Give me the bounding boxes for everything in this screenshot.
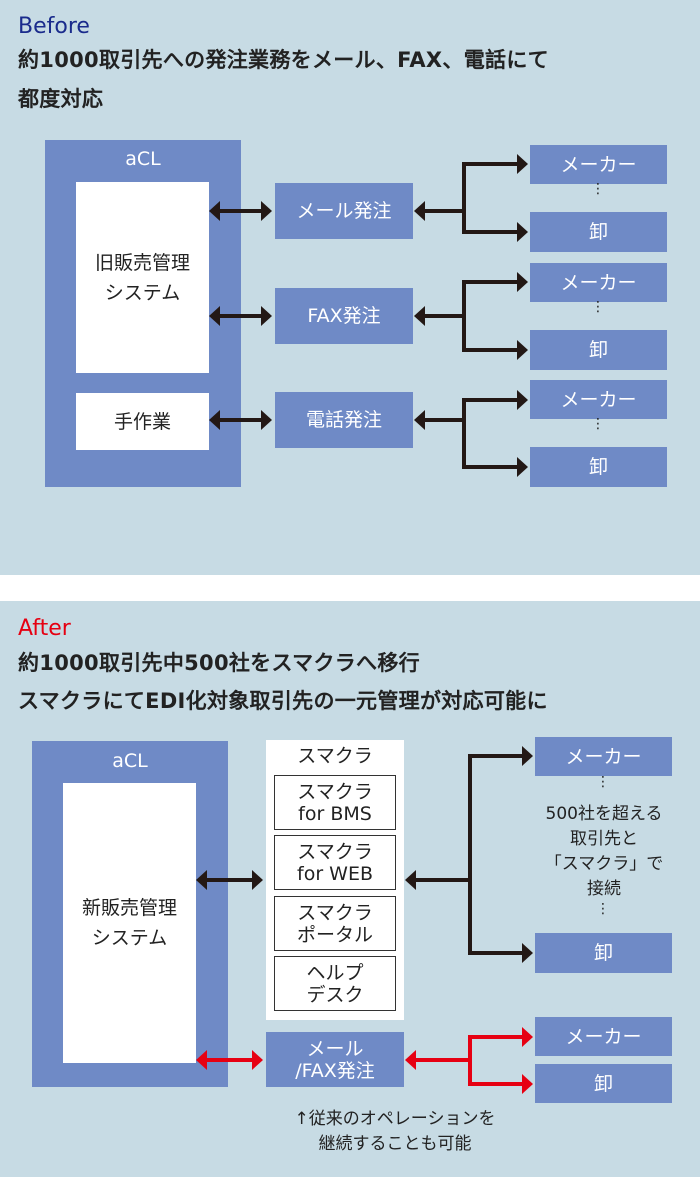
ellipsis-icon: ⋮: [596, 901, 610, 917]
before-tag: Before: [18, 14, 90, 39]
arrowhead-right-icon: [517, 154, 528, 174]
arrowhead-right-icon: [261, 306, 272, 326]
branch-fork-line: [462, 280, 520, 352]
legacy-partner-wholesaler: 卸: [535, 1064, 672, 1103]
arrowhead-right-icon: [261, 410, 272, 430]
smakura-portal: スマクラ ポータル: [274, 896, 396, 951]
ellipsis-icon: ⋮: [596, 774, 610, 790]
before-acl-label: aCL: [125, 148, 161, 170]
arrowhead-left-icon: [414, 306, 425, 326]
arrowhead-left-icon: [196, 870, 207, 890]
legacy-note-line1: ↑従来のオペレーションを: [294, 1109, 496, 1129]
arrowhead-right-icon: [252, 870, 263, 890]
ellipsis-icon: ⋮: [591, 416, 605, 432]
branch-fork-line: [468, 1035, 525, 1086]
edi-note-line: 500社を超える: [545, 804, 663, 824]
arrowhead-right-icon: [517, 272, 528, 292]
arrowhead-right-icon: [522, 1074, 533, 1094]
arrowhead-right-icon: [517, 340, 528, 360]
smakura-helpdesk: ヘルプ デスク: [274, 956, 396, 1011]
smakura-item-line2: ポータル: [296, 923, 373, 946]
smakura-for-web: スマクラ for WEB: [274, 835, 396, 890]
arrowhead-left-icon: [414, 201, 425, 221]
channel-phone-order: 電話発注: [275, 392, 413, 448]
legacy-channel-line2: /FAX発注: [295, 1059, 375, 1082]
arrowhead-left-icon: [196, 1050, 207, 1070]
arrowhead-left-icon: [209, 306, 220, 326]
arrowhead-left-icon: [414, 410, 425, 430]
partner-wholesaler: 卸: [530, 447, 667, 487]
ellipsis-icon: ⋮: [591, 299, 605, 315]
after-headline-line1: 約1000取引先中500社をスマクラへ移行: [18, 651, 420, 675]
smakura-item-line2: for BMS: [298, 802, 372, 825]
smakura-for-bms: スマクラ for BMS: [274, 775, 396, 830]
smakura-item-line1: ヘルプ: [306, 961, 364, 984]
smakura-item-line1: スマクラ: [297, 840, 373, 863]
new-sales-system-box: 新販売管理 システム: [63, 783, 196, 1063]
legacy-system-line2: システム: [104, 281, 181, 304]
smakura-item-line1: スマクラ: [297, 901, 373, 924]
before-headline-line1: 約1000取引先への発注業務をメール、FAX、電話にて: [18, 48, 549, 72]
arrowhead-left-icon: [405, 1050, 416, 1070]
smakura-item-line2: for WEB: [297, 862, 373, 885]
partner-maker: メーカー: [530, 263, 667, 302]
arrowhead-left-icon: [209, 201, 220, 221]
partner-maker: メーカー: [530, 145, 667, 184]
smakura-title: スマクラ: [297, 745, 373, 767]
after-tag: After: [18, 616, 71, 641]
legacy-note-line2: 継続することも可能: [318, 1134, 472, 1154]
arrowhead-left-icon: [405, 870, 416, 890]
after-acl-label: aCL: [112, 750, 148, 772]
edi-note-line: 「スマクラ」で: [544, 854, 664, 874]
arrowhead-right-icon: [522, 943, 533, 963]
channel-fax-order: FAX発注: [275, 288, 413, 344]
manual-work-box: 手作業: [76, 393, 209, 450]
partner-wholesaler: 卸: [530, 330, 667, 370]
arrowhead-right-icon: [522, 1027, 533, 1047]
new-system-line2: システム: [91, 927, 168, 949]
arrowhead-right-icon: [522, 746, 533, 766]
legacy-channel-line1: メール: [306, 1037, 364, 1060]
branch-fork-line: [462, 162, 520, 234]
channel-email-order: メール発注: [275, 183, 413, 239]
edi-partner-wholesaler: 卸: [535, 933, 672, 973]
before-headline-line2: 都度対応: [18, 87, 104, 111]
arrowhead-right-icon: [252, 1050, 263, 1070]
arrowhead-right-icon: [517, 457, 528, 477]
smakura-item-line1: スマクラ: [297, 780, 373, 803]
ellipsis-icon: ⋮: [591, 181, 605, 197]
branch-fork-line: [468, 754, 525, 955]
arrowhead-right-icon: [261, 201, 272, 221]
new-system-line1: 新販売管理: [81, 897, 177, 919]
legacy-partner-maker: メーカー: [535, 1017, 672, 1056]
edi-note: 500社を超える 取引先と 「スマクラ」で 接続: [524, 802, 684, 902]
arrowhead-right-icon: [517, 222, 528, 242]
partner-maker: メーカー: [530, 380, 667, 419]
after-headline-line2: スマクラにてEDI化対象取引先の一元管理が対応可能に: [18, 689, 548, 713]
legacy-email-fax-order: メール /FAX発注: [266, 1032, 404, 1087]
edi-note-line: 接続: [587, 879, 621, 899]
legacy-system-line1: 旧販売管理: [94, 251, 190, 274]
smakura-platform-box: スマクラ スマクラ for BMS スマクラ for WEB スマクラ ポータル…: [266, 740, 404, 1020]
edi-note-line: 取引先と: [570, 829, 638, 849]
branch-fork-line: [462, 398, 520, 469]
partner-wholesaler: 卸: [530, 212, 667, 252]
edi-partner-maker: メーカー: [535, 737, 672, 776]
smakura-item-line2: デスク: [306, 983, 364, 1006]
arrowhead-right-icon: [517, 390, 528, 410]
arrowhead-left-icon: [209, 410, 220, 430]
legacy-sales-system-box: 旧販売管理 システム: [76, 182, 209, 373]
